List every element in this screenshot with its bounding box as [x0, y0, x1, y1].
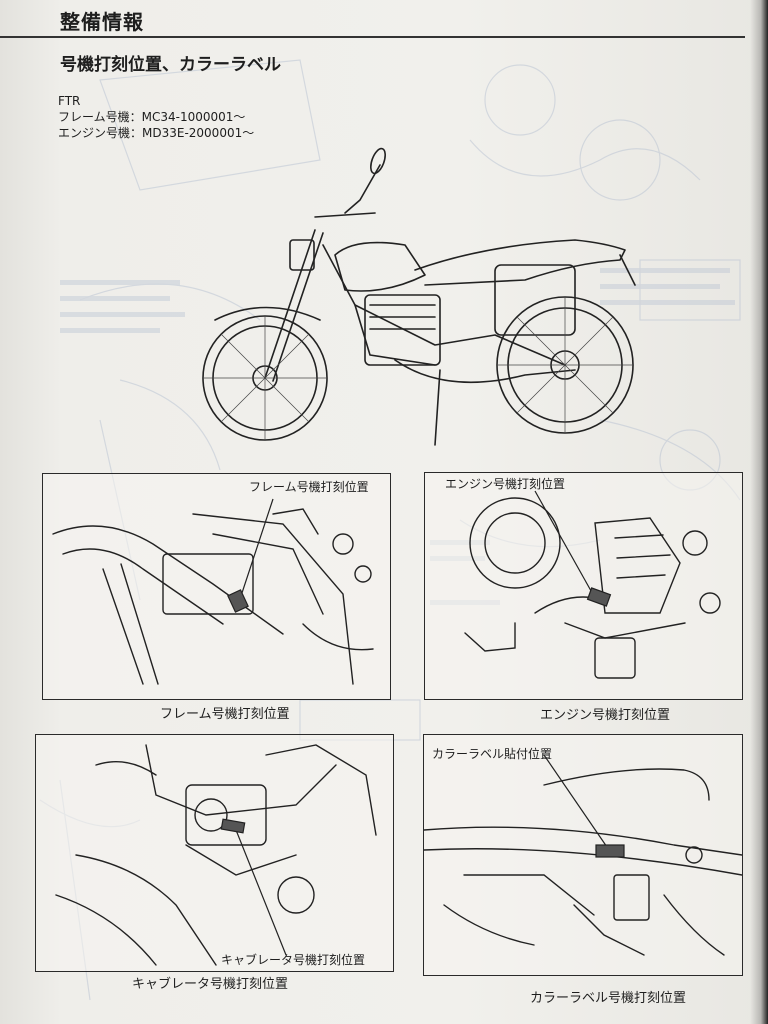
- frame-detail-drawing: [52, 498, 374, 685]
- section-title: 整備情報: [60, 10, 144, 34]
- engine-number-range: エンジン号機：MD33E-2000001～: [58, 126, 255, 140]
- carburetor-detail-drawing: [55, 744, 377, 966]
- carburetor-number-callout: キャブレータ号機打刻位置: [221, 953, 366, 967]
- carburetor-number-panel: キャブレータ号機打刻位置: [35, 734, 394, 972]
- title-rule: [0, 36, 745, 38]
- engine-number-panel: エンジン号機打刻位置: [424, 472, 743, 700]
- page-heading: 号機打刻位置、カラーラベル: [60, 55, 281, 75]
- model-info: FTR フレーム号機：MC34-1000001～ エンジン号機：MD33E-20…: [58, 93, 254, 141]
- engine-number-caption: エンジン号機打刻位置: [540, 708, 671, 723]
- frame-number-panel: フレーム号機打刻位置: [42, 473, 391, 700]
- color-label-detail-drawing: [424, 754, 742, 956]
- color-label-panel: カラーラベル貼付位置: [423, 734, 743, 976]
- engine-detail-drawing: [464, 490, 721, 679]
- frame-number-callout: フレーム号機打刻位置: [249, 480, 369, 494]
- model-name: FTR: [58, 94, 81, 108]
- page-edge-shadow: [750, 0, 768, 1024]
- frame-number-caption: フレーム号機打刻位置: [160, 707, 290, 722]
- color-label-caption: カラーラベル号機打刻位置: [530, 991, 687, 1006]
- engine-number-callout: エンジン号機打刻位置: [445, 477, 566, 491]
- carburetor-number-caption: キャブレータ号機打刻位置: [132, 977, 289, 992]
- frame-number-range: フレーム号機：MC34-1000001～: [58, 110, 246, 124]
- motorcycle-illustration: [202, 147, 636, 446]
- color-label-callout: カラーラベル貼付位置: [432, 747, 553, 761]
